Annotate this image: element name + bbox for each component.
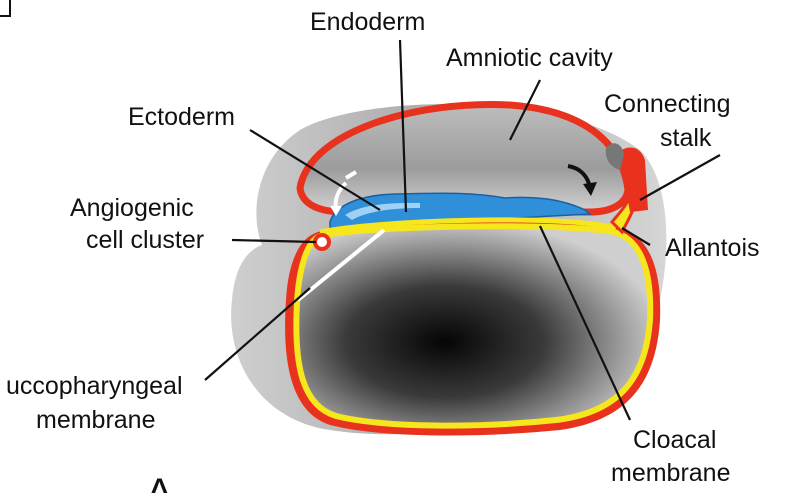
corner-mark xyxy=(0,0,10,16)
label-cloacal-line1: Cloacal xyxy=(633,426,716,454)
label-angiogenic-line2: cell cluster xyxy=(86,226,204,254)
label-buccopharyngeal-line1: uccopharyngeal xyxy=(6,372,183,400)
panel-letter: A xyxy=(146,471,173,493)
angiogenic-cell-cluster xyxy=(315,235,329,249)
label-buccopharyngeal-line2: membrane xyxy=(36,406,156,434)
label-angiogenic-line1: Angiogenic xyxy=(70,194,194,222)
label-connecting-stalk-line2: stalk xyxy=(660,124,712,152)
label-allantois: Allantois xyxy=(665,234,760,262)
label-connecting-stalk-line1: Connecting xyxy=(604,90,730,118)
label-endoderm: Endoderm xyxy=(310,8,425,36)
label-ectoderm: Ectoderm xyxy=(128,103,235,131)
label-cloacal-line2: membrane xyxy=(611,459,731,487)
label-amniotic-cavity: Amniotic cavity xyxy=(446,44,613,72)
